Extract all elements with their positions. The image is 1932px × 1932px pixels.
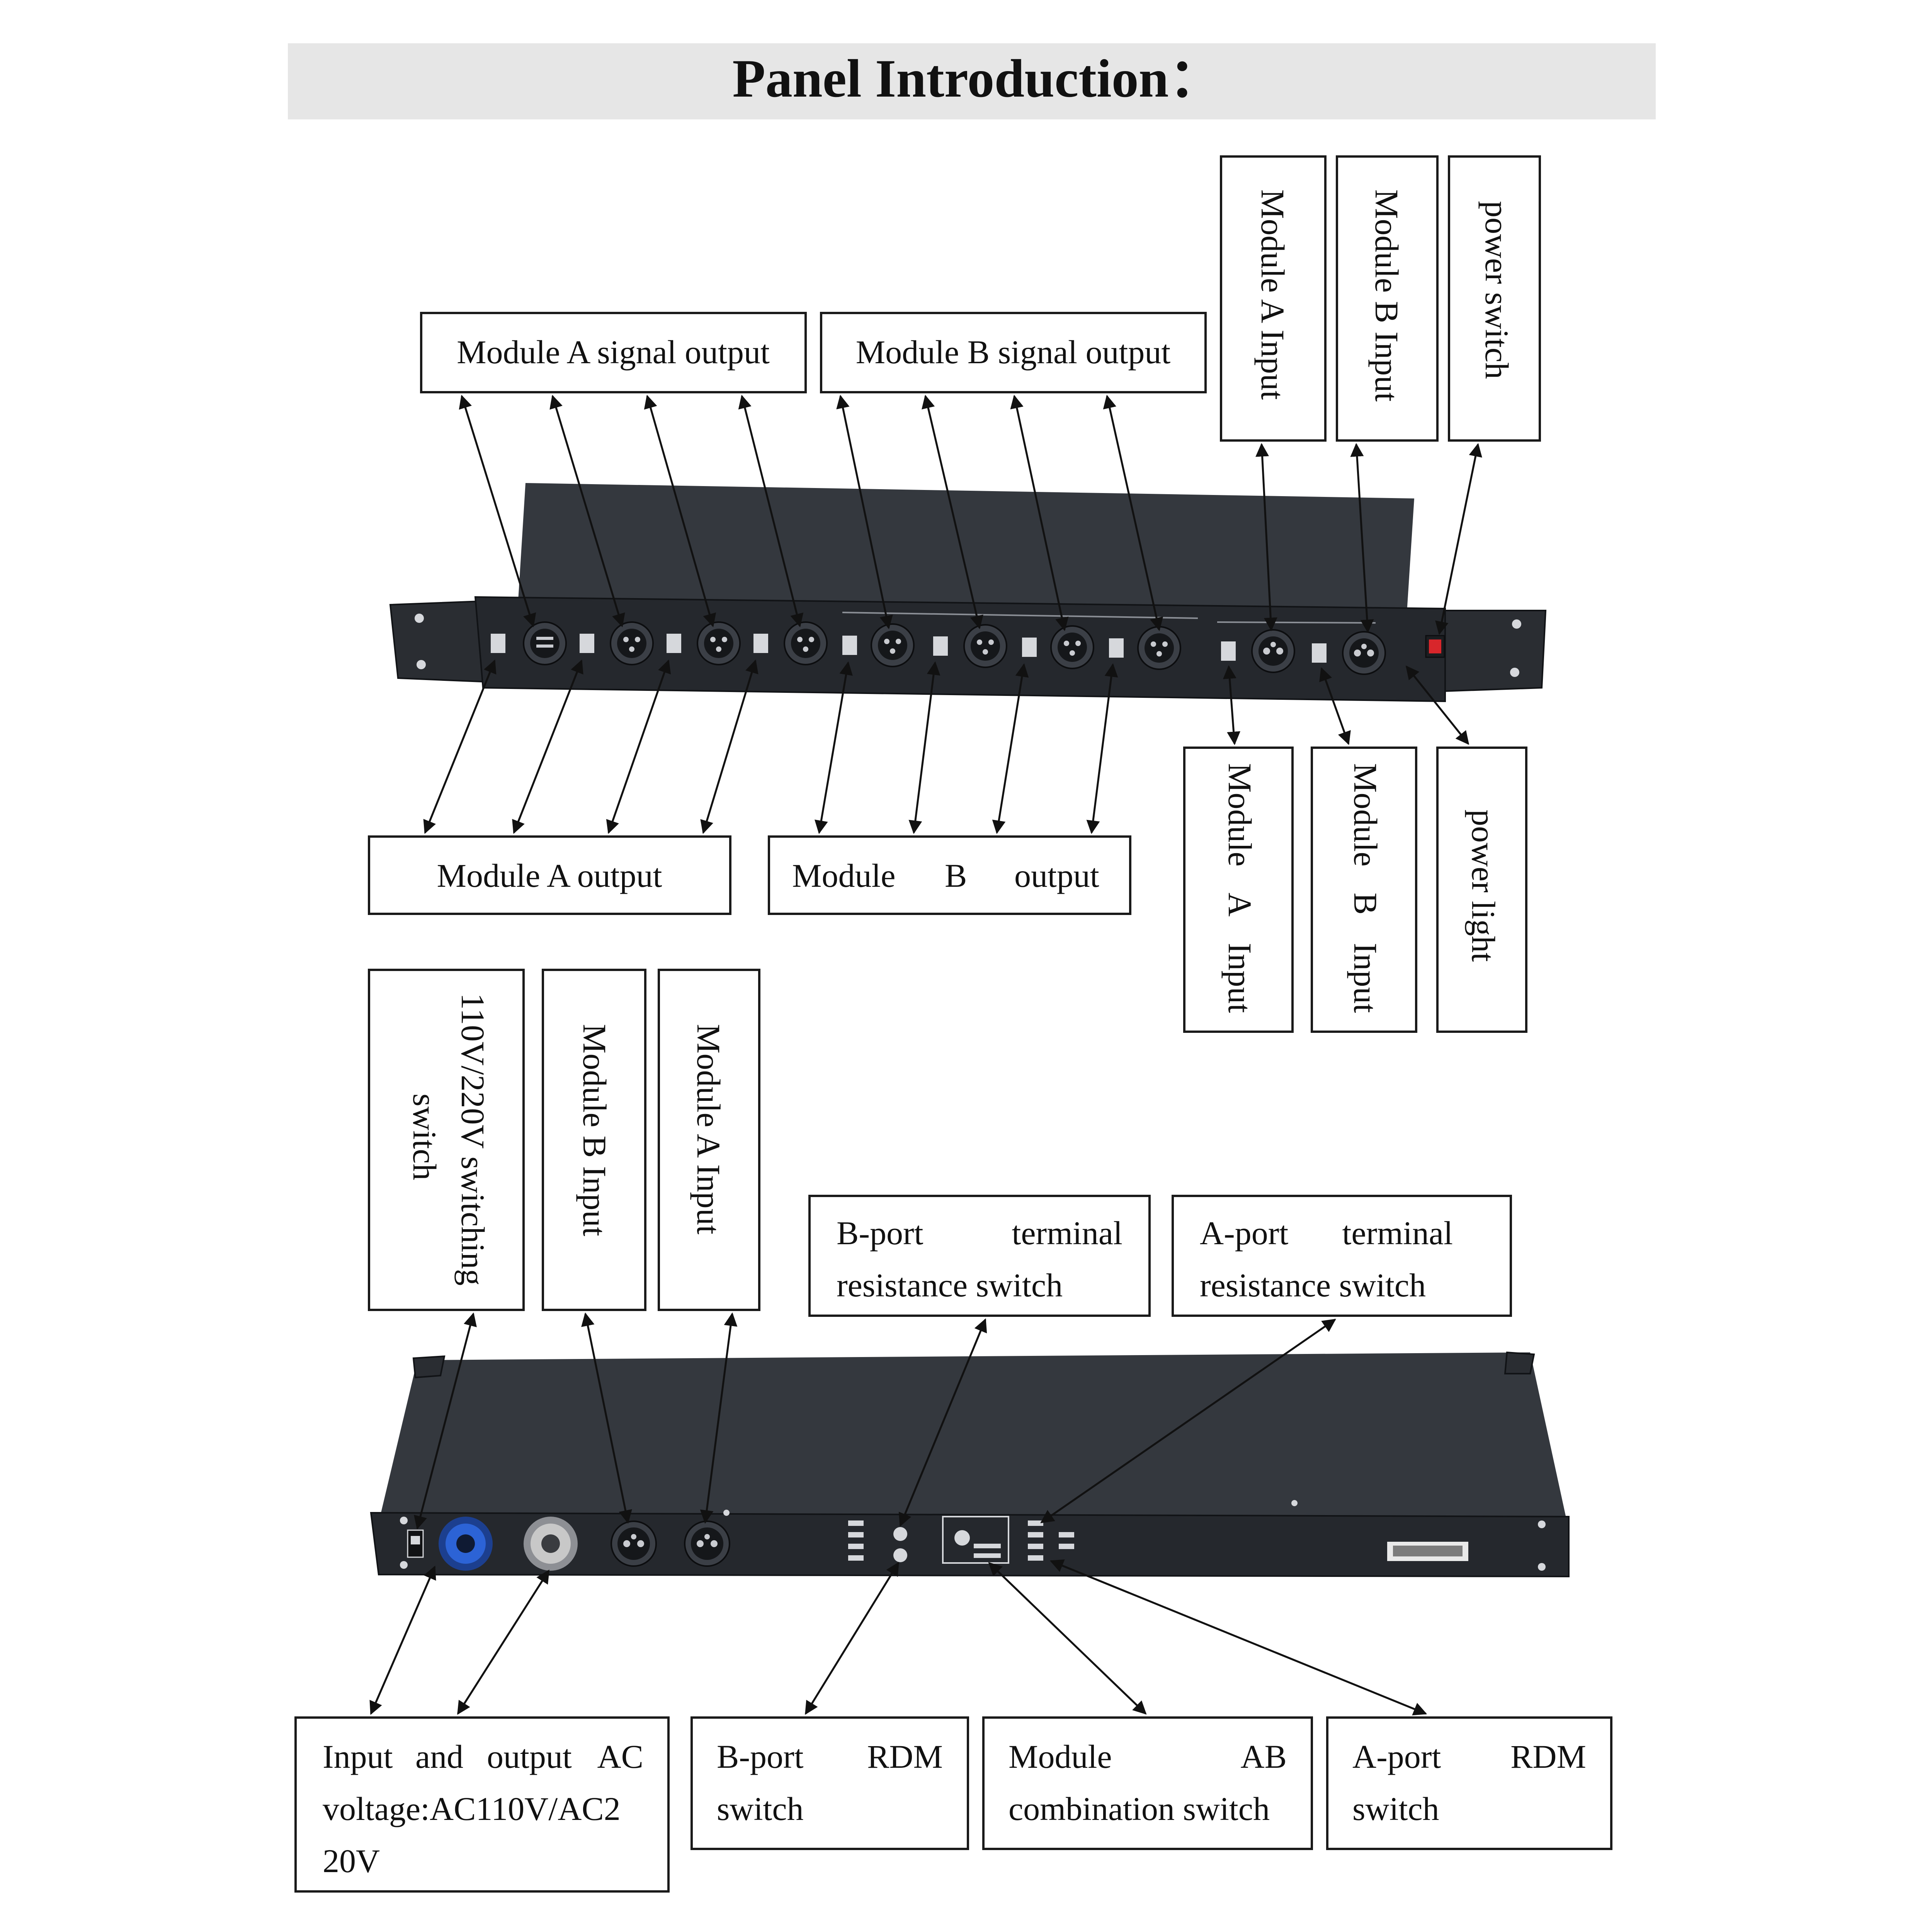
label-module-b-output: Module B output bbox=[768, 835, 1131, 915]
svg-text:power light: power light bbox=[1465, 810, 1502, 962]
label-a-port-terminal: A-port terminal resistance switch bbox=[1172, 1195, 1512, 1317]
front-left-rack-ear bbox=[389, 600, 492, 683]
a-input-connector bbox=[1221, 629, 1295, 673]
svg-text:AB: AB bbox=[1241, 1738, 1287, 1775]
svg-text:Input: Input bbox=[1347, 943, 1384, 1013]
rear-top-cover bbox=[379, 1352, 1569, 1530]
svg-text:resistance switch: resistance switch bbox=[837, 1267, 1063, 1304]
power-in-connector bbox=[439, 1517, 493, 1571]
b-output-2-connector bbox=[933, 624, 1007, 668]
rear-module-a-input-connector bbox=[684, 1520, 730, 1567]
title-band bbox=[288, 43, 1656, 119]
label-a-port-rdm: A-port RDM switch bbox=[1326, 1716, 1612, 1850]
svg-text:RDM: RDM bbox=[867, 1738, 943, 1775]
svg-text:terminal: terminal bbox=[1342, 1214, 1453, 1252]
svg-text:Module: Module bbox=[1221, 763, 1259, 867]
svg-text:voltage:AC110V/AC2: voltage:AC110V/AC2 bbox=[323, 1790, 621, 1827]
svg-text:B: B bbox=[945, 857, 967, 894]
svg-text:Module B signal output: Module B signal output bbox=[856, 333, 1171, 371]
dmx-a-switch-group bbox=[1028, 1520, 1074, 1561]
rear-module-b-input-connector bbox=[611, 1520, 657, 1567]
label-module-ab-combination: Module AB combination switch bbox=[982, 1716, 1313, 1850]
svg-text:switch: switch bbox=[1352, 1790, 1439, 1827]
label-power-light: power light bbox=[1436, 747, 1527, 1033]
a-output-4-connector bbox=[753, 621, 828, 665]
svg-text:switch: switch bbox=[717, 1790, 804, 1827]
svg-text:Module: Module bbox=[792, 857, 896, 894]
label-b-port-rdm: B-port RDM switch bbox=[690, 1716, 969, 1850]
svg-text:Module B Input: Module B Input bbox=[1368, 189, 1405, 402]
b-output-3-connector bbox=[1022, 625, 1094, 669]
label-module-a-input-bottom: Module A Input bbox=[1183, 747, 1294, 1033]
svg-text:20V: 20V bbox=[323, 1842, 380, 1879]
rear-arrows bbox=[369, 1312, 1427, 1716]
rear-panel-device bbox=[370, 1351, 1570, 1578]
svg-text:110V/220V switching: 110V/220V switching bbox=[454, 993, 492, 1286]
a-output-1-connector bbox=[491, 621, 567, 665]
front-right-rack-ear bbox=[1429, 610, 1547, 693]
svg-text:Module: Module bbox=[1347, 763, 1384, 867]
label-voltage-switch: 110V/220V switching switch bbox=[368, 969, 525, 1311]
power-switch-element bbox=[1425, 635, 1445, 658]
svg-text:Module A Input: Module A Input bbox=[1254, 189, 1291, 400]
serial-number-sticker bbox=[1387, 1542, 1468, 1561]
label-module-b-input-bottom: Module B Input bbox=[1311, 747, 1417, 1033]
svg-text:B: B bbox=[1347, 893, 1384, 915]
label-rear-module-b-input: Module B Input bbox=[542, 969, 646, 1311]
label-b-port-terminal: B-port terminal resistance switch bbox=[808, 1195, 1151, 1317]
label-module-b-input-top: Module B Input bbox=[1336, 155, 1439, 442]
front-arrows bbox=[423, 395, 1482, 834]
label-ac-voltage: Input and output AC voltage:AC110V/AC2 2… bbox=[294, 1716, 670, 1893]
label-module-b-signal-output: Module B signal output bbox=[820, 312, 1207, 393]
page-title: Panel Introduction： bbox=[732, 49, 1223, 109]
svg-text:Input: Input bbox=[1221, 943, 1259, 1013]
label-rear-module-a-input: Module A Input bbox=[658, 969, 760, 1311]
svg-text:B-port: B-port bbox=[837, 1214, 923, 1252]
svg-text:output: output bbox=[487, 1738, 572, 1775]
svg-text:Module A output: Module A output bbox=[437, 857, 662, 894]
svg-text:combination switch: combination switch bbox=[1009, 1790, 1270, 1827]
svg-text:terminal: terminal bbox=[1012, 1214, 1122, 1252]
svg-text:Input: Input bbox=[323, 1738, 393, 1775]
svg-text:A: A bbox=[1221, 893, 1259, 917]
svg-text:Module B Input: Module B Input bbox=[576, 1024, 613, 1236]
b-input-connector bbox=[1312, 631, 1386, 675]
svg-text:resistance switch: resistance switch bbox=[1200, 1267, 1426, 1304]
label-module-a-output: Module A output bbox=[368, 835, 731, 915]
svg-text:Module: Module bbox=[1009, 1738, 1112, 1775]
svg-text:A-port: A-port bbox=[1200, 1214, 1288, 1252]
voltage-switch-element bbox=[407, 1529, 424, 1558]
label-module-a-signal-output: Module A signal output bbox=[420, 312, 807, 393]
svg-text:output: output bbox=[1014, 857, 1099, 894]
svg-text:power switch: power switch bbox=[1478, 201, 1515, 379]
svg-text:A-port: A-port bbox=[1352, 1738, 1441, 1775]
b-output-4-connector bbox=[1109, 626, 1181, 670]
dmx-b-switch-group bbox=[848, 1520, 907, 1562]
svg-text:Module A signal output: Module A signal output bbox=[457, 333, 770, 371]
front-panel-device bbox=[389, 483, 1547, 702]
svg-text:AC: AC bbox=[597, 1738, 643, 1775]
power-out-connector bbox=[524, 1517, 578, 1571]
svg-text:switch: switch bbox=[406, 1094, 443, 1180]
label-power-switch: power switch bbox=[1448, 155, 1541, 442]
b-output-1-connector bbox=[842, 623, 915, 667]
svg-text:B-port: B-port bbox=[717, 1738, 804, 1775]
a-output-2-connector bbox=[580, 621, 654, 665]
label-module-a-input-top: Module A Input bbox=[1220, 155, 1327, 442]
svg-text:and: and bbox=[415, 1738, 463, 1775]
power-switch-led bbox=[1429, 639, 1441, 653]
svg-text:RDM: RDM bbox=[1510, 1738, 1586, 1775]
svg-text:Module A Input: Module A Input bbox=[690, 1024, 727, 1235]
